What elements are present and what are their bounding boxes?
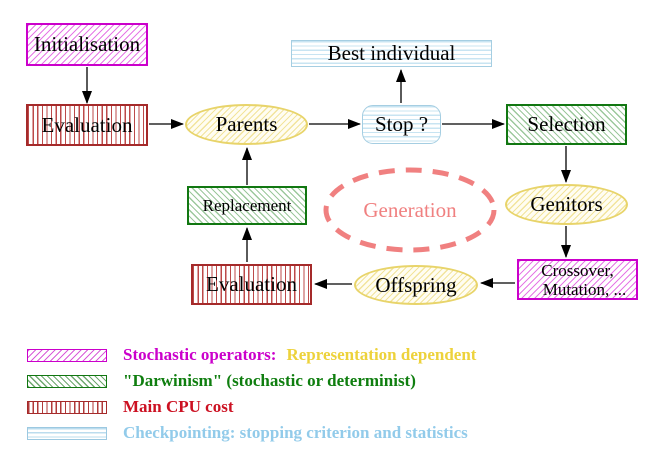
node-crossover-mutation: Crossover, Mutation, ... (517, 259, 638, 300)
crossover-line1: Crossover, (541, 260, 614, 280)
legend-row-darwinism: "Darwinism" (stochastic or determinist) (27, 371, 416, 391)
legend-label-stochastic-operators: Stochastic operators: (123, 345, 277, 364)
legend-label-darwinism: "Darwinism" (stochastic or determinist) (123, 371, 416, 390)
node-parents: Parents (185, 104, 308, 145)
node-best-individual: Best individual (291, 40, 492, 67)
node-evaluation-top: Evaluation (26, 104, 148, 146)
legend-row-cpu-cost: Main CPU cost (27, 397, 233, 417)
legend-label-cpu-cost: Main CPU cost (123, 397, 234, 416)
legend-row-checkpointing: Checkpointing: stopping criterion and st… (27, 423, 468, 443)
node-selection: Selection (506, 104, 627, 145)
node-offspring: Offspring (354, 265, 478, 305)
node-initialisation: Initialisation (26, 23, 148, 66)
node-evaluation-bottom: Evaluation (191, 264, 312, 305)
crossover-line2: Mutation, ... (542, 279, 627, 299)
legend-row-stochastic: Stochastic operators: Representation depe… (27, 345, 476, 365)
generation-cycle-label: Generation (363, 197, 457, 222)
legend-swatch-darwinism (27, 374, 107, 388)
legend-label-checkpointing: Checkpointing: stopping criterion and st… (123, 423, 468, 442)
node-replacement: Replacement (187, 186, 307, 225)
node-genitors: Genitors (505, 184, 628, 225)
legend-swatch-stochastic-operators (27, 348, 107, 362)
node-stop-test: Stop ? (362, 105, 441, 144)
legend-label-representation-dependent: Representation dependent (286, 345, 477, 364)
legend-swatch-cpu-cost (27, 400, 107, 414)
legend-swatch-checkpointing (27, 426, 107, 440)
